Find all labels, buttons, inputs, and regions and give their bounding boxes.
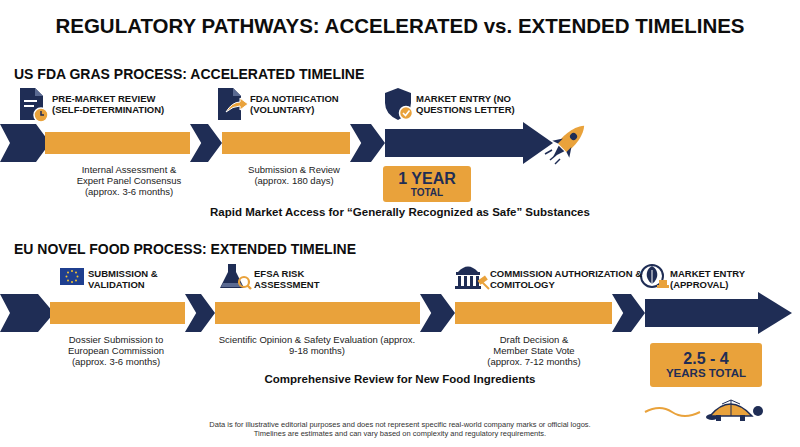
stage-heading: PRE-MARKET REVIEW (SELF-DETERMINATION) bbox=[52, 93, 177, 115]
total-duration-box: 1 YEARTOTAL bbox=[383, 166, 471, 202]
section-heading: US FDA GRAS PROCESS: ACCELERATED TIMELIN… bbox=[14, 66, 514, 82]
stage-heading: EFSA RISK ASSESSMENT bbox=[254, 268, 326, 290]
leaf-stamp-icon bbox=[641, 265, 669, 288]
timeline-tail bbox=[0, 294, 54, 332]
chevron-connector bbox=[190, 124, 222, 162]
document-clock-icon bbox=[20, 88, 48, 122]
timeline-stage: EFSA RISK ASSESSMENTScientific Opinion &… bbox=[215, 302, 420, 324]
stage-description: Submission & Review (approx. 180 days) bbox=[238, 164, 350, 186]
duration-unit: YEARS TOTAL bbox=[666, 367, 746, 380]
chart-title: REGULATORY PATHWAYS: ACCELERATED vs. EXT… bbox=[0, 14, 800, 38]
stage-description: Draft Decision & Member State Vote (appr… bbox=[482, 334, 586, 367]
timeline-stage: SUBMISSION & VALIDATIONDossier Submissio… bbox=[50, 302, 185, 324]
duration-value: 2.5 - 4 bbox=[683, 350, 728, 367]
section-heading: EU NOVEL FOOD PROCESS: EXTENDED TIMELINE bbox=[14, 241, 514, 257]
section-tagline: Comprehensive Review for New Food Ingred… bbox=[0, 372, 800, 386]
timeline-stage: MARKET ENTRY (NO QUESTIONS LETTER) bbox=[385, 129, 525, 157]
total-duration-box: 2.5 - 4YEARS TOTAL bbox=[650, 343, 762, 387]
footnote: Data is for illustrative editorial purpo… bbox=[0, 420, 800, 429]
rocket-trail bbox=[545, 150, 560, 164]
stage-description: Dossier Submission to European Commissio… bbox=[60, 334, 172, 367]
stage-description: Scientific Opinion & Safety Evaluation (… bbox=[217, 334, 417, 356]
stage-description: Internal Assessment & Expert Panel Conse… bbox=[70, 164, 188, 197]
eu-flag-icon bbox=[60, 268, 84, 285]
chevron-connector bbox=[185, 294, 215, 332]
timeline-tail bbox=[0, 124, 50, 162]
timeline-stage: MARKET ENTRY (APPROVAL) bbox=[645, 299, 760, 327]
shield-check-icon bbox=[385, 88, 413, 120]
chevron-connector bbox=[612, 294, 645, 332]
stage-heading: COMMISSION AUTHORIZATION & COMITOLOGY bbox=[490, 268, 642, 290]
timeline-stage: PRE-MARKET REVIEW (SELF-DETERMINATION)In… bbox=[45, 132, 190, 154]
document-arrow-icon bbox=[218, 88, 248, 120]
chevron-connector bbox=[420, 294, 455, 332]
duration-value: 1 YEAR bbox=[398, 170, 456, 187]
capitol-gavel-icon bbox=[455, 267, 489, 290]
duration-unit: TOTAL bbox=[411, 187, 443, 198]
section-tagline: Rapid Market Access for “Generally Recog… bbox=[0, 205, 800, 219]
flask-magnifier-icon bbox=[220, 264, 251, 289]
chevron-connector bbox=[350, 124, 385, 162]
timeline-stage: FDA NOTIFICATION (VOLUNTARY)Submission &… bbox=[222, 132, 350, 154]
rocket-illustration bbox=[545, 117, 593, 165]
stage-heading: MARKET ENTRY (NO QUESTIONS LETTER) bbox=[416, 93, 546, 115]
timeline-arrowhead bbox=[523, 122, 553, 164]
stage-heading: FDA NOTIFICATION (VOLUNTARY) bbox=[250, 93, 350, 115]
stage-heading: MARKET ENTRY (APPROVAL) bbox=[670, 268, 758, 290]
stage-heading: SUBMISSION & VALIDATION bbox=[88, 268, 163, 290]
turtle-illustration bbox=[645, 400, 763, 421]
timeline-stage: COMMISSION AUTHORIZATION & COMITOLOGYDra… bbox=[455, 302, 612, 324]
footnote: Timelines are estimates and can vary bas… bbox=[0, 429, 800, 438]
timeline-arrowhead bbox=[758, 292, 792, 334]
